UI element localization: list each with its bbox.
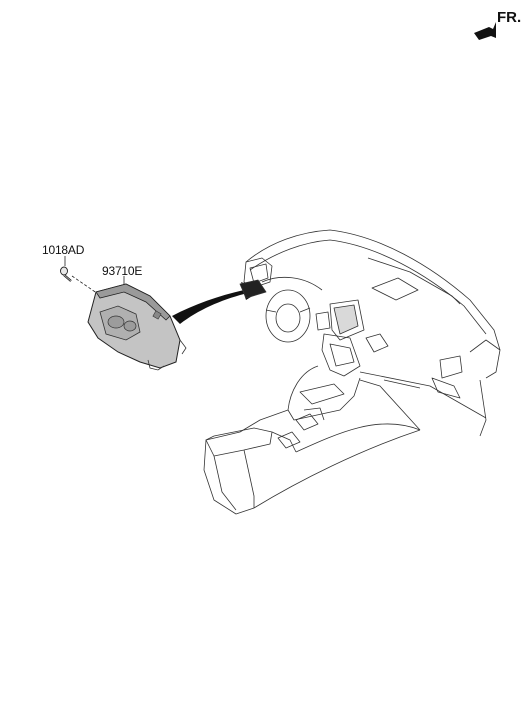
- callout-label-93710e[interactable]: 93710E: [102, 264, 143, 278]
- front-direction-label: FR.: [497, 9, 522, 26]
- screw-part: [60, 266, 72, 282]
- location-arrow: [172, 282, 262, 324]
- callout-label-1018ad[interactable]: 1018AD: [42, 243, 85, 257]
- forward-arrow-icon: [474, 22, 496, 40]
- instrument-panel-drawing: [203, 229, 501, 515]
- steering-switch-part: [87, 283, 187, 371]
